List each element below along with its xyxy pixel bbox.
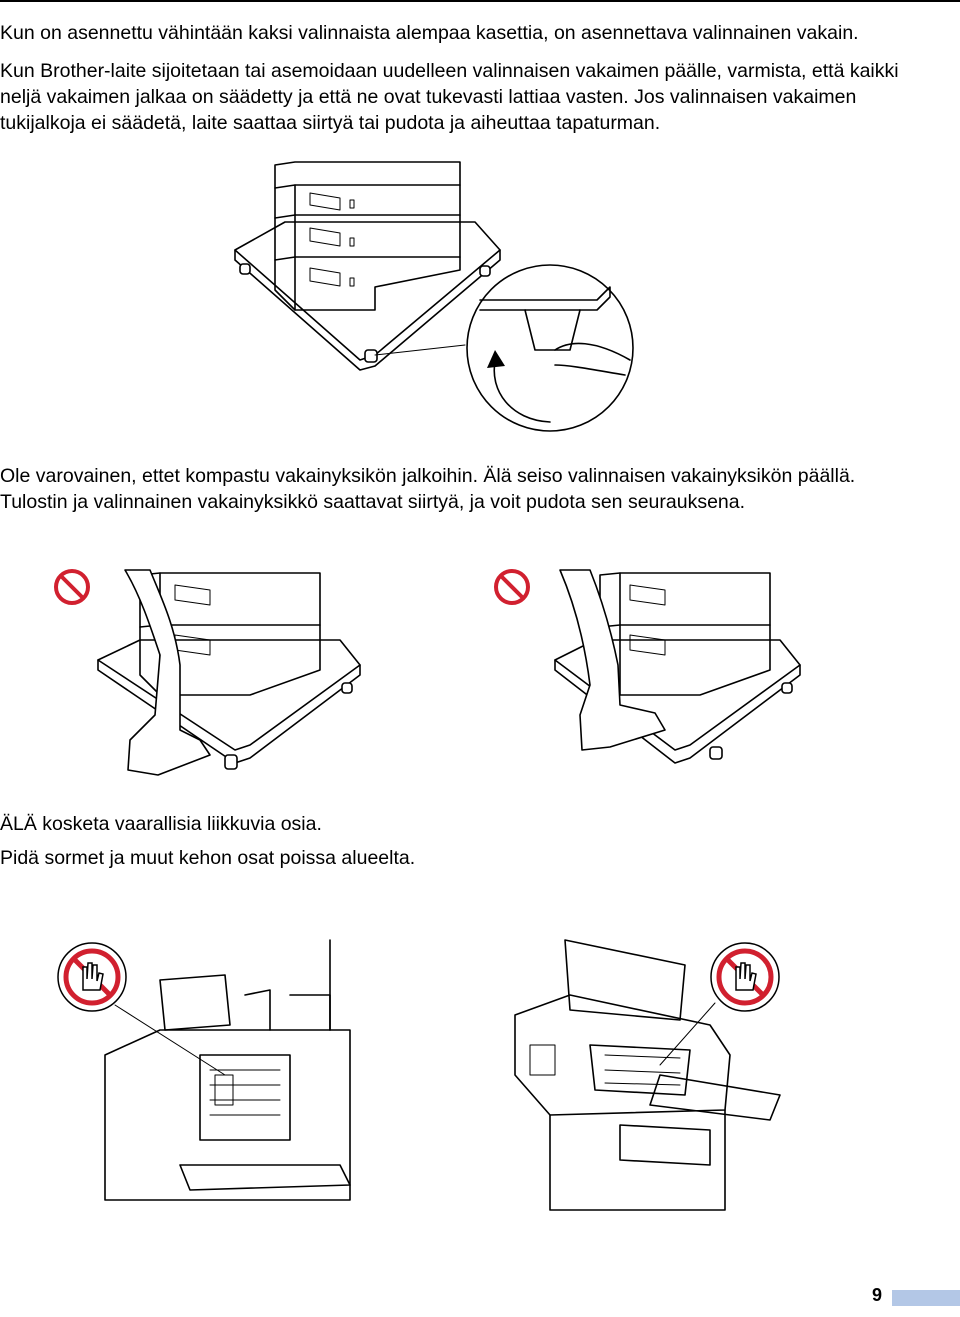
illustration-stabilizer-feet bbox=[225, 160, 645, 455]
paragraph-keep-fingers-away: Pidä sormet ja muut kehon osat poissa al… bbox=[0, 847, 416, 869]
paragraph-moving-parts-warning: ÄLÄ kosketa vaarallisia liikkuvia osia. bbox=[0, 813, 322, 835]
no-touch-hand-icon bbox=[710, 942, 780, 1012]
page-number-bar bbox=[892, 1290, 960, 1306]
paragraph-trip-hazard-warning: Ole varovainen, ettet kompastu vakainyks… bbox=[0, 465, 856, 513]
page-number: 9 bbox=[871, 1285, 882, 1305]
paragraph-stabilizer-feet-warning: Kun Brother-laite sijoitetaan tai asemoi… bbox=[0, 60, 899, 134]
illustration-standing-on-stabilizer-left bbox=[50, 565, 370, 785]
illustration-printer-interior-right bbox=[510, 935, 800, 1215]
paragraph-stabilizer-required: Kun on asennettu vähintään kaksi valinna… bbox=[0, 22, 859, 44]
illustration-printer-interior-left bbox=[50, 935, 370, 1210]
prohibition-icon bbox=[494, 569, 530, 605]
no-touch-hand-icon bbox=[57, 942, 127, 1012]
prohibition-icon bbox=[54, 569, 90, 605]
illustration-standing-on-stabilizer-right bbox=[490, 565, 810, 785]
top-rule bbox=[0, 0, 960, 2]
